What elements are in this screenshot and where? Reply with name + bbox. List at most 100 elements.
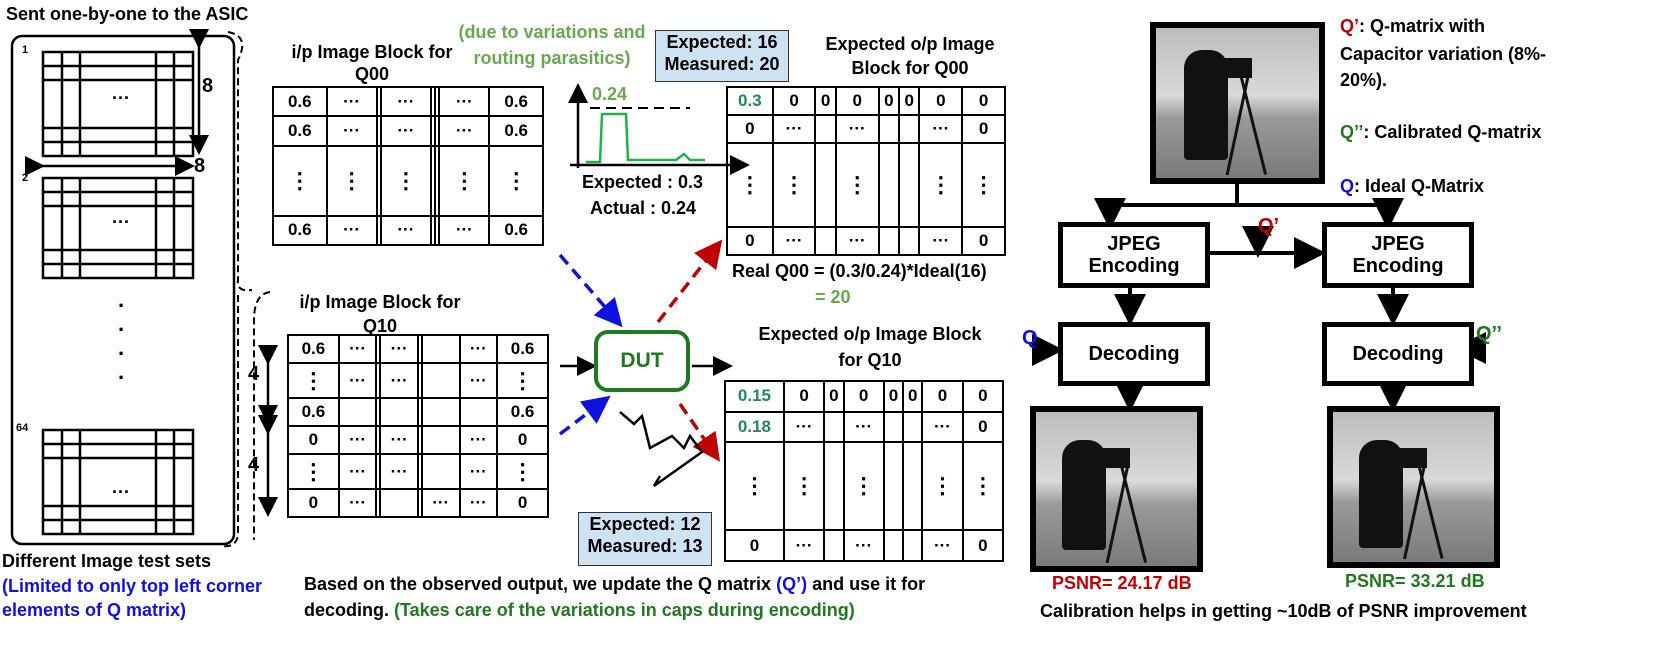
real-q00-equation: Real Q00 = (0.3/0.24)*Ideal(16) [732,261,987,281]
grid-cell: ··· [921,529,964,562]
grid-cell [416,333,423,365]
grid-cell [429,115,437,147]
grid-cell: 0 [726,226,774,256]
grid-cell: 0 [726,114,774,144]
grid-cell [434,85,441,118]
legend-qprime-symbol: Q’ [1340,16,1360,36]
test-sets-caption: Different Image test sets [2,551,212,571]
grid-cell: 0.15 [724,380,785,413]
grid-row: 0.6·········0.6 [272,214,544,247]
q00-expected: Expected: 16 [666,32,778,52]
grid-row: 0·········0 [726,226,1006,256]
grid-cell: ··· [782,529,826,562]
grid-cell [379,396,419,428]
variation-note-line2: routing parasitics) [473,48,631,68]
psnr-right: PSNR= 33.21 dB [1345,571,1485,591]
grid-cell: 0 [496,487,549,519]
grid-cell: ··· [325,85,378,118]
grid-cell: ⋮ [771,142,817,228]
grid-cell: 0.6 [287,396,340,428]
grid-cell [897,226,921,256]
real-q00-result: = 20 [815,287,851,307]
grid-cell [416,424,423,456]
bottom-note-decoding: decoding. [304,600,394,620]
psnr-left: PSNR= 24.17 dB [1052,573,1192,593]
grid-cell: 0 [842,380,885,413]
grid-cell [897,142,921,228]
grid-cell [814,142,837,228]
legend-qcal-text: : Calibrated Q-matrix [1363,122,1542,142]
left-title: Sent one-by-one to the ASIC [6,4,249,24]
block2-dots: ··· [112,212,130,232]
grid-cell: ⋮ [961,142,1006,228]
grid-cell [814,114,837,144]
grid-cell: 0 [496,424,549,456]
cameraman-original-image [1150,22,1325,184]
grid-cell: ⋮ [438,144,491,217]
block-num-1: 1 [22,44,29,56]
grid-cell: 0 [961,410,1005,444]
dut-label: DUT [620,349,664,372]
grid-row: ⋮⋮⋮⋮⋮ [724,441,1005,532]
q00-input-title-line1: i/p Image Block for [291,42,453,62]
decoding-right: Decoding [1322,322,1474,386]
grid-row: ⋮⋮⋮⋮⋮ [726,142,1006,228]
grid-cell: ⋮ [961,441,1005,532]
grid-cell [375,144,382,217]
image-block-1 [41,50,195,158]
grid-cell: 0 [771,86,817,116]
grid-cell [902,410,924,444]
grid-cell: ⋮ [379,144,432,217]
grid-cell: ··· [458,453,499,490]
decoding-left-label: Decoding [1088,343,1180,365]
grid-cell: ··· [438,214,491,247]
q10-input-title-line1: i/p Image Block for [299,292,461,312]
dut-box: DUT [594,330,690,392]
grid-cell: ··· [337,424,378,456]
grid-cell: 0.6 [488,214,544,247]
grid-cell: ··· [771,226,817,256]
grid-cell: ⋮ [488,144,544,217]
grid-cell: ··· [337,333,378,365]
grid-row: ⋮·········⋮ [287,362,549,399]
decoding-left: Decoding [1058,322,1210,386]
grid-cell: ··· [337,487,378,519]
bottom-note-qprime: (Q’) [776,574,808,594]
grid-cell: ··· [379,333,419,365]
grid-cell: ⋮ [918,142,964,228]
bottom-note-line1: Based on the observed output, we update … [304,574,925,595]
grid-cell [877,114,901,144]
grid-cell: ⋮ [287,362,340,399]
grid-cell: ··· [842,529,885,562]
grid-cell: ··· [337,453,378,490]
grid-cell: ··· [379,85,432,118]
q10-output-title-line1: Expected o/p Image Block [758,324,982,344]
grid-cell [420,424,461,456]
grid-cell: ··· [325,115,378,147]
legend-qprime-line3: 20%). [1340,70,1388,90]
image-block-64 [41,428,195,536]
grid-cell: 0.3 [726,86,774,116]
grid-cell: 0 [961,529,1005,562]
grid-cell [429,144,437,217]
grid-cell: ··· [379,453,419,490]
block1-dots: ··· [112,88,130,108]
q00-input-title-line2: Q00 [354,64,390,84]
grid-cell [375,424,382,456]
grid-cell: ··· [458,362,499,399]
grid-cell: 0.18 [724,410,785,444]
grid-cell [429,85,437,118]
grid-cell [337,396,378,428]
grid-cell [375,396,382,428]
block-num-64: 64 [16,422,29,434]
peak-value: 0.24 [592,84,628,104]
legend-qideal-symbol: Q [1340,176,1355,196]
grid-cell [416,487,423,519]
grid-row: ⋮⋮⋮⋮⋮ [272,144,544,217]
q10-input-title-line2: Q10 [362,316,398,336]
grid-cell: 0.6 [496,333,549,365]
